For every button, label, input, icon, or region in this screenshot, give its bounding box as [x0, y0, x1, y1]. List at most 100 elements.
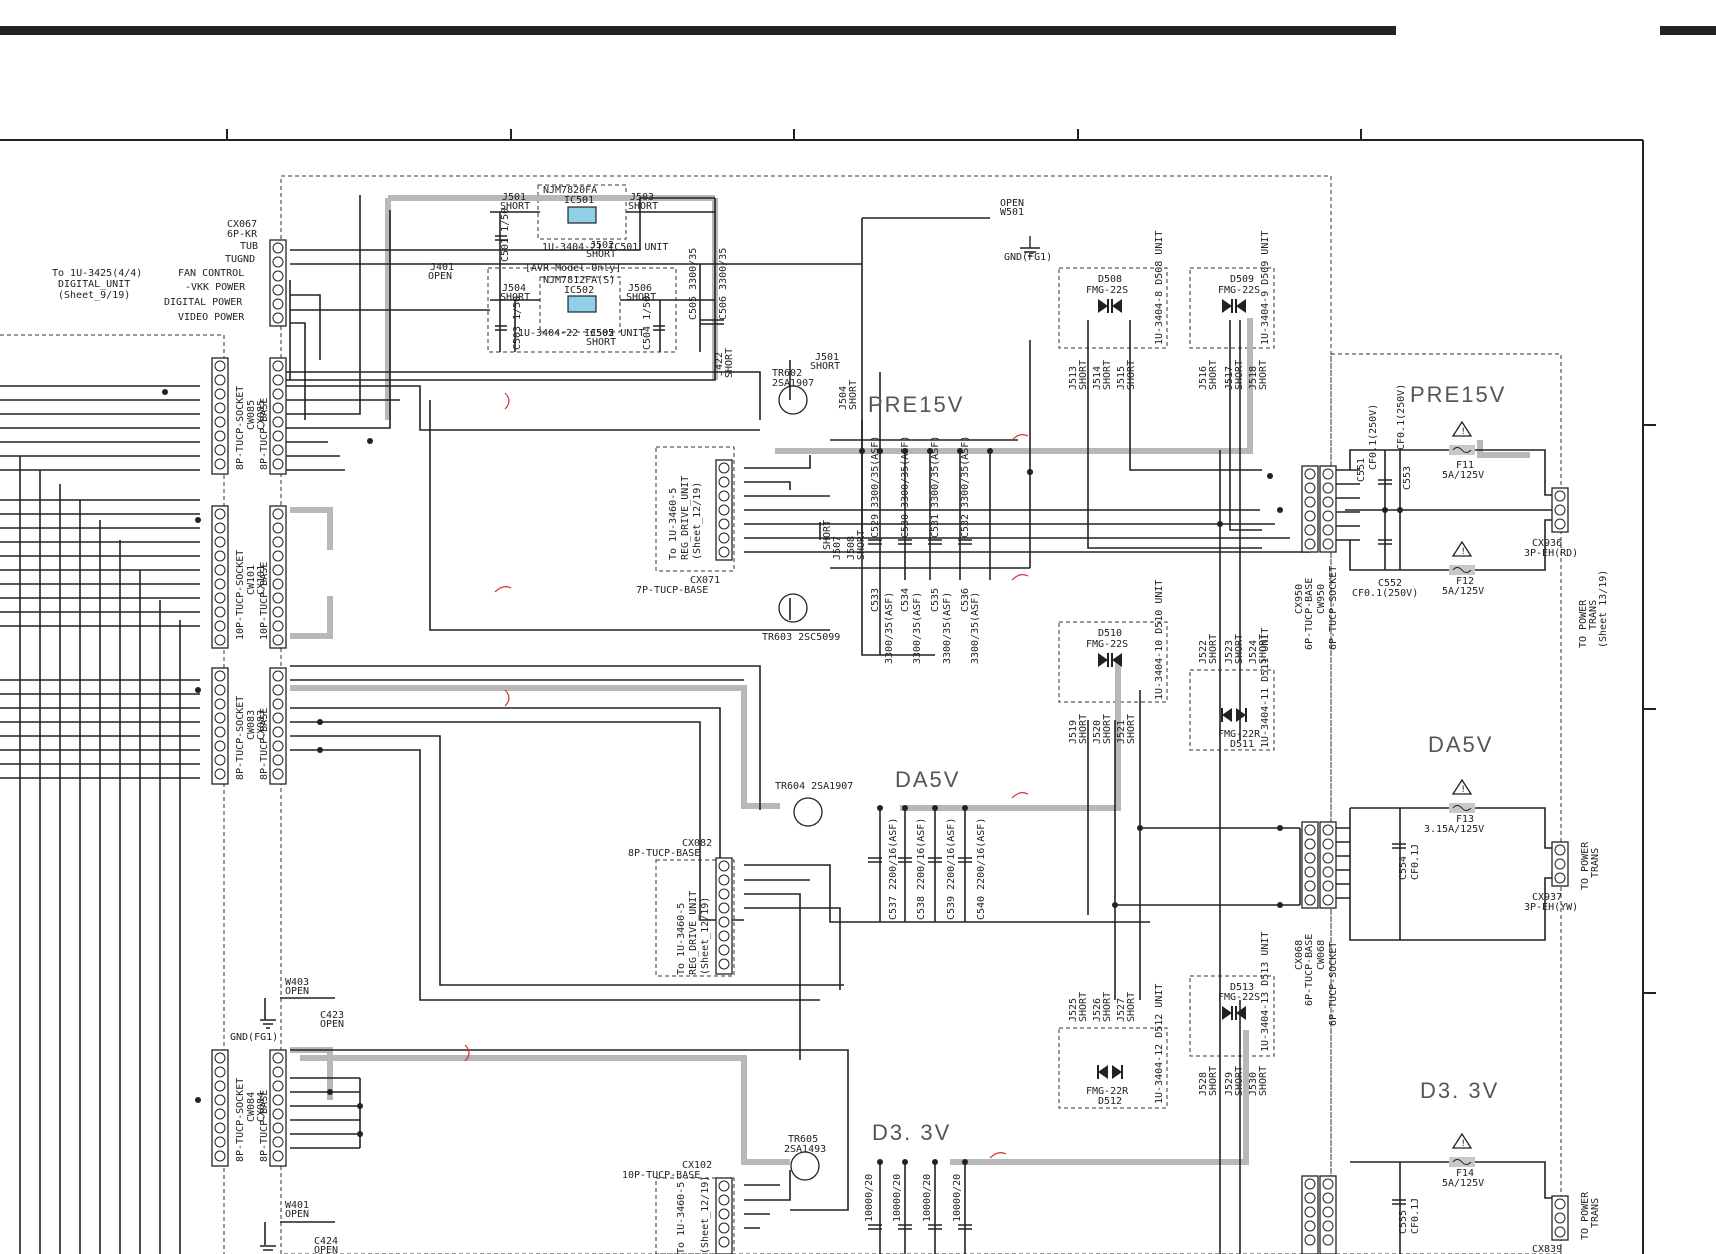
j508-val: SHORT: [856, 530, 867, 560]
gnd-fg1-top: GND(FG1): [1004, 252, 1052, 263]
d511-part: FMG-22R: [1218, 729, 1261, 740]
to-power-1-line1: TO POWER: [1578, 599, 1589, 648]
d508-ref: D508: [1098, 274, 1122, 285]
j501b-ref: J501: [815, 352, 839, 363]
c424-val: OPEN: [314, 1245, 338, 1254]
f12-ref: F12: [1456, 576, 1474, 587]
j515-ref: J515: [1116, 366, 1127, 390]
c10000-3: 10000/20: [922, 1174, 933, 1222]
c553-val: CF0.1(250V): [1396, 384, 1407, 450]
j505-val: SHORT: [586, 337, 616, 348]
cx083-type: 8P-TUCP-BASE: [259, 708, 270, 780]
c536-val: 3300/35(ASF): [970, 592, 981, 664]
w501-val: OPEN: [1000, 198, 1024, 209]
cx067-pin-fan: FAN CONTROL: [178, 268, 244, 279]
j515-val: SHORT: [1126, 360, 1137, 390]
c504-label: C504 1/50: [642, 296, 653, 350]
d511-unit: 1U-3404-11 D511 UNIT: [1260, 628, 1271, 748]
cx067-ref: CX067: [227, 219, 257, 230]
j517-ref: J517: [1224, 366, 1235, 390]
j505-ref: J505: [590, 328, 614, 339]
tr605-part: 2SA1493: [784, 1144, 826, 1155]
c10000-2: 10000/20: [892, 1174, 903, 1222]
gnd-fg1-mid: GND(FG1): [230, 1032, 278, 1043]
c530-label: C530 3300/35(ASF): [900, 436, 911, 538]
j514-ref: J514: [1092, 366, 1103, 390]
j422-val: SHORT: [724, 348, 735, 378]
j530-val: SHORT: [1258, 1066, 1269, 1096]
j504b-val: SHORT: [848, 380, 859, 410]
j521-ref: J521: [1116, 720, 1127, 744]
regulator-ic501-symbol: [567, 206, 597, 224]
c529-label: C529 3300/35(ASF): [870, 436, 881, 538]
c10000-1: 10000/20: [864, 1174, 875, 1222]
c552-val: CF0.1(250V): [1352, 588, 1418, 599]
d513-part: FMG-22S: [1218, 992, 1260, 1003]
c423-val: OPEN: [320, 1019, 344, 1030]
connector-cx083: [269, 667, 287, 785]
d513-unit: 1U-3404-13 D513 UNIT: [1260, 932, 1271, 1052]
c555-val: CF0.1J: [1410, 1198, 1421, 1234]
d508-part: FMG-22S: [1086, 285, 1128, 296]
to-reg-3-line1: To 1U-3460-5: [676, 1182, 687, 1254]
cx067-pin-digital: DIGITAL POWER: [164, 297, 243, 308]
j527-val: SHORT: [1126, 992, 1137, 1022]
c532-label: C532 3300/35(ASF): [960, 436, 971, 538]
cx101-ref: CX101: [256, 565, 267, 595]
junction-dots: [162, 389, 1403, 1165]
j401-ref: J401: [430, 262, 454, 273]
cw085-ref: CW085: [246, 400, 257, 430]
c501-label: C501 1/50: [500, 208, 511, 262]
section-label-da5v: DA5V: [895, 767, 960, 792]
j519-ref: J519: [1068, 720, 1079, 744]
tr602-ref: TR602: [772, 368, 802, 379]
c539-label: C539 2200/16(ASF): [946, 818, 957, 920]
to-reg-3-line3: (Sheet_12/19): [700, 1176, 711, 1254]
j525-val: SHORT: [1078, 992, 1089, 1022]
to-power-2-line1: TO POWER: [1580, 841, 1591, 890]
cx071-type: 7P-TUCP-BASE: [636, 585, 708, 596]
cx084-type: 8P-TUCP-BASE: [259, 1090, 270, 1162]
to-digital-line3: (Sheet_9/19): [58, 290, 130, 301]
j503-val: SHORT: [628, 201, 658, 212]
c531-label: C531 3300/35(ASF): [930, 436, 941, 538]
j504-val: SHORT: [500, 292, 530, 303]
d511-ref: D511: [1230, 739, 1254, 750]
cx071-ref: CX071: [690, 575, 720, 586]
d512-ref: D512: [1098, 1096, 1122, 1107]
c533-ref: C533: [870, 588, 881, 612]
c537-label: C537 2200/16(ASF): [888, 818, 899, 920]
connector-cw085: [211, 357, 229, 475]
cw085-type: 8P-TUCP-SOCKET: [235, 386, 246, 470]
wiring: [0, 195, 1560, 1254]
connector-pins: [214, 242, 1566, 1248]
c538-label: C538 2200/16(ASF): [916, 818, 927, 920]
cx085-type: 8P-TUCP-BASE: [259, 398, 270, 470]
svg-text:!: !: [1461, 1139, 1466, 1149]
d510-unit: 1U-3404-10 D510 UNIT: [1154, 580, 1165, 700]
j520-val: SHORT: [1102, 714, 1113, 744]
cx936-type: 3P-EH(RD): [1524, 548, 1578, 559]
cw950-type: 6P-TUCP-SOCKET: [1328, 566, 1339, 650]
j525-ref: J525: [1068, 998, 1079, 1022]
cx102-ref: CX102: [682, 1160, 712, 1171]
j516-ref: J516: [1198, 366, 1209, 390]
j401-val: OPEN: [428, 271, 452, 282]
connector-cw083: [211, 667, 229, 785]
j504-ref: J504: [502, 283, 526, 294]
j522-ref: J522: [1198, 640, 1209, 664]
j514-val: SHORT: [1102, 360, 1113, 390]
to-power-1-line3: (Sheet 13/19): [1598, 570, 1609, 648]
ic501-unit: 1U-3404-21 IC501 UNIT: [542, 242, 668, 253]
c534-val: 3300/35(ASF): [912, 592, 923, 664]
c503-label: C503 1/50: [512, 296, 523, 350]
c554-ref: C554: [1398, 856, 1409, 880]
f12-val: 5A/125V: [1442, 586, 1484, 597]
j528-ref: J528: [1198, 1072, 1209, 1096]
c506-label: C506 3300/35: [718, 248, 729, 320]
j526-ref: J526: [1092, 998, 1103, 1022]
j518-ref: J518: [1248, 366, 1259, 390]
cw068-ref: CW068: [1316, 940, 1327, 970]
d509-part: FMG-22S: [1218, 285, 1260, 296]
svg-text:!: !: [1461, 785, 1466, 795]
